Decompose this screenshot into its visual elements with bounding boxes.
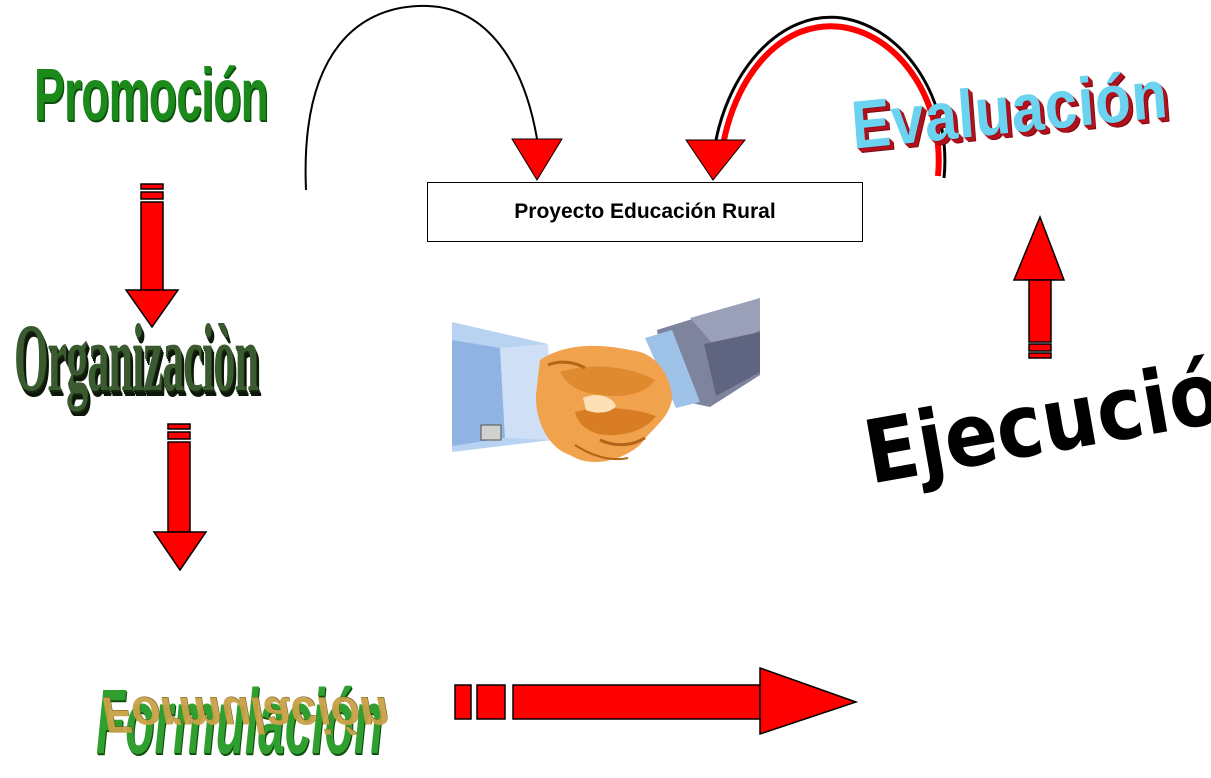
project-label-box: Proyecto Educación Rural [427, 182, 863, 242]
arrow-formulacion-to-ejecucion [454, 666, 859, 736]
stage-organizacion: Organizaciòn [14, 304, 259, 411]
arrow-promocion-to-organizacion [124, 183, 180, 329]
handshake-icon [452, 298, 760, 463]
arrow-organizacion-to-formulacion [152, 423, 208, 572]
promocion-to-project-arc [304, 4, 539, 191]
project-label: Proyecto Educación Rural [514, 200, 776, 223]
promocion-arc-arrowhead [511, 138, 563, 181]
stage-promocion: Promoción [34, 53, 269, 136]
evaluacion-to-project-arc [714, 15, 947, 179]
stage-formulacion-reflection: Formulación [102, 686, 390, 743]
stage-formulacion: Formulación [96, 671, 384, 773]
arrow-ejecucion-to-evaluacion [1012, 214, 1066, 359]
evaluacion-arc-arrowhead [685, 139, 747, 181]
evaluacion-to-project-arc-fill [721, 23, 942, 177]
